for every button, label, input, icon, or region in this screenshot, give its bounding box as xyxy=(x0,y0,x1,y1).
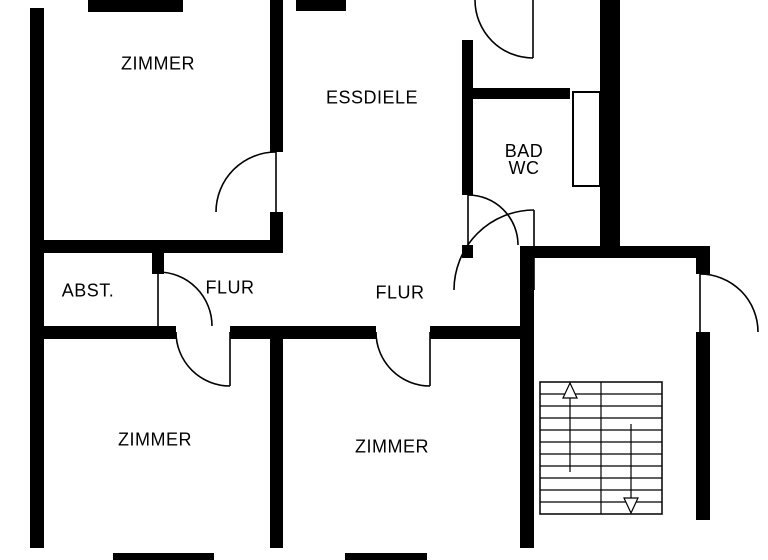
room-label-flur-left: FLUR xyxy=(205,277,255,298)
wall-bottom-edge-a xyxy=(113,553,214,560)
door-zimmer-bottom-middle xyxy=(375,331,431,387)
door-balcony-top xyxy=(474,0,534,59)
wall-left-outer xyxy=(30,8,44,548)
wall-entry-top xyxy=(534,246,696,258)
wall-abst-stub xyxy=(152,253,164,274)
wall-bad-right-outer xyxy=(600,0,620,246)
wall-stairwell-left xyxy=(520,246,534,548)
wall-hall-bottom-a xyxy=(30,326,176,339)
wall-top-middle xyxy=(296,0,346,11)
wall-below-zimmer-top xyxy=(30,240,283,253)
wall-between-bottom-rooms xyxy=(270,326,283,548)
arrow-up-icon xyxy=(562,381,578,399)
wall-zimmer-essdiele-upper xyxy=(270,0,283,152)
door-zimmer-top-left xyxy=(215,151,277,213)
staircase xyxy=(539,381,663,515)
door-stairwell-entry xyxy=(699,273,759,333)
room-label-zimmer-top-left: ZIMMER xyxy=(121,53,195,74)
room-label-zimmer-bottom-middle: ZIMMER xyxy=(355,436,429,457)
stairs-direction-down xyxy=(623,424,639,515)
room-label-zimmer-bottom-left: ZIMMER xyxy=(118,429,192,450)
room-label-bad-wc: BAD WC xyxy=(504,141,544,178)
door-zimmer-bottom-left xyxy=(175,331,231,387)
door-arcs xyxy=(157,0,759,387)
wall-bad-left-upper xyxy=(462,40,473,195)
room-label-abstellraum: ABST. xyxy=(61,280,115,301)
stairs-direction-up xyxy=(562,381,578,472)
wall-right-outer-upper xyxy=(696,246,710,274)
door-apartment-entry xyxy=(453,209,535,291)
walls xyxy=(30,0,710,560)
room-label-bad: BAD xyxy=(504,141,544,161)
door-abstellraum xyxy=(157,271,213,327)
wall-hall-bottom-c xyxy=(430,326,520,339)
wall-bad-left-lower xyxy=(462,245,473,258)
wall-top-left xyxy=(88,0,183,12)
room-label-essdiele: ESSDIELE xyxy=(325,87,419,108)
stair-steps xyxy=(540,393,662,503)
door-bad-wc xyxy=(467,194,519,246)
room-label-wc: WC xyxy=(508,158,540,178)
wall-bottom-edge-b xyxy=(345,553,427,560)
arrow-down-icon xyxy=(623,497,639,515)
room-label-flur-right: FLUR xyxy=(375,282,425,303)
wall-right-outer-lower xyxy=(696,332,710,520)
wall-hall-bottom-b xyxy=(230,326,376,339)
wall-bad-top xyxy=(462,88,570,99)
duct-shaft xyxy=(572,91,601,187)
